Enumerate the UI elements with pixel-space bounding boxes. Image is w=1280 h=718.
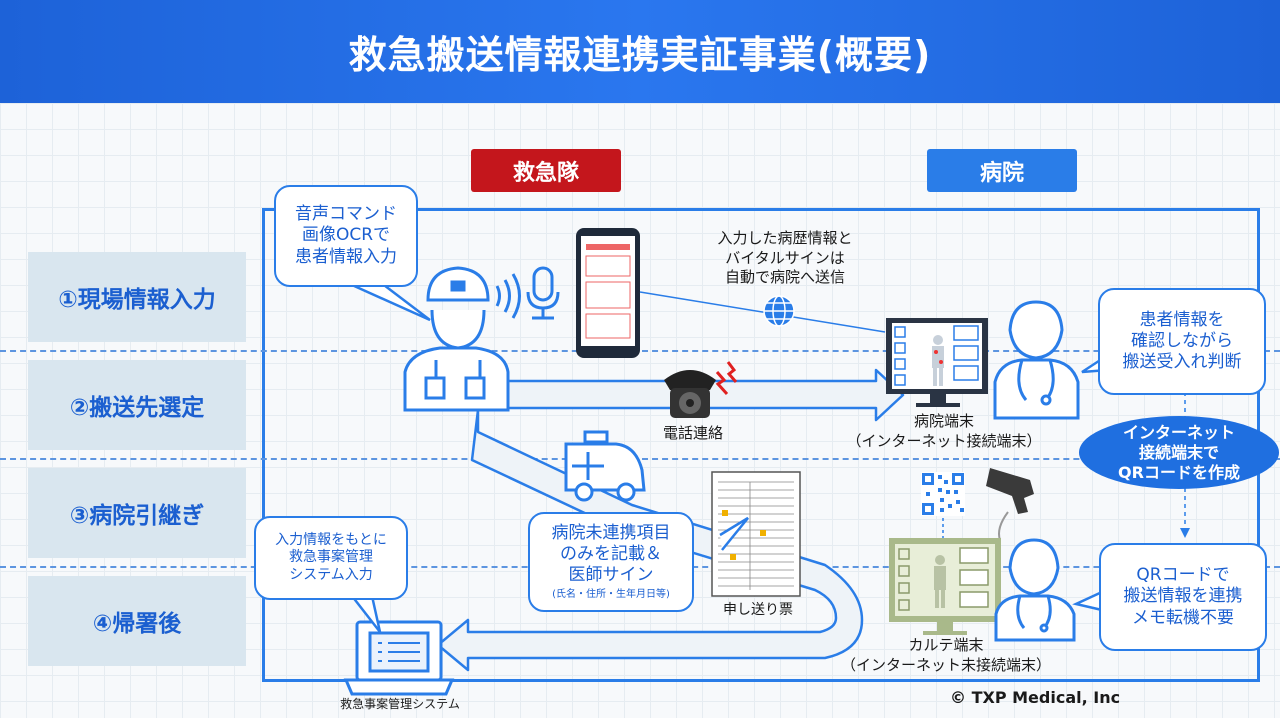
qr-link-line-2: 搬送情報を連携	[1123, 586, 1243, 607]
handover-bubble: 病院未連携項目 のみを記載＆ 医師サイン (氏名・住所・生年月日等)	[528, 512, 694, 612]
system-input-line-2: 救急事案管理	[289, 549, 373, 566]
qr-flow-arrowhead	[1180, 528, 1190, 538]
check-line-1: 患者情報を	[1139, 309, 1225, 330]
auto-send-note: 入力した病歴情報と バイタルサインは 自動で病院へ送信	[700, 229, 870, 288]
chart-terminal-label: カルテ端末 （インターネット未接続端末）	[828, 636, 1064, 675]
ambulance-column-label: 救急隊	[471, 149, 621, 192]
hospital-terminal-line-2: （インターネット接続端末）	[846, 431, 1042, 450]
globe-icon	[763, 295, 795, 327]
voice-ocr-line-1: 音声コマンド	[295, 204, 397, 225]
qr-link-line-1: QRコードで	[1136, 565, 1230, 586]
page-title: 救急搬送情報連携実証事業(概要)	[348, 33, 932, 77]
qr-bubble-tail	[1072, 590, 1103, 612]
management-system-label: 救急事案管理システム	[340, 697, 460, 711]
qr-link-line-3: メモ転機不要	[1132, 607, 1234, 628]
chart-terminal-line-1: カルテ端末	[908, 636, 984, 654]
paramedic-icon	[403, 266, 510, 412]
auto-send-line-2: バイタルサインは	[725, 248, 845, 267]
divider-2	[0, 458, 1280, 460]
handover-note: (氏名・住所・生年月日等)	[552, 588, 670, 600]
data-send-line	[639, 291, 886, 333]
chart-terminal-icon	[889, 538, 1001, 635]
system-input-bubble: 入力情報をもとに 救急事案管理 システム入力	[254, 516, 408, 600]
ambulance-icon	[564, 430, 646, 502]
copyright-text: © TXP Medical, Inc	[950, 688, 1121, 707]
voice-bubble-tail	[351, 281, 431, 322]
internet-qr-line-2: 接続端末で	[1138, 442, 1219, 462]
auto-send-line-3: 自動で病院へ送信	[724, 268, 845, 286]
handover-line-2: のみを記載＆	[560, 544, 662, 565]
barcode-scanner-icon	[986, 468, 1034, 541]
hospital-column-label: 病院	[927, 149, 1077, 192]
divider-1	[0, 350, 1280, 352]
step-3-label: ③病院引継ぎ	[28, 468, 246, 558]
system-input-line-3: システム入力	[289, 566, 373, 583]
laptop-icon	[343, 620, 455, 696]
return-flow-arrow	[436, 408, 864, 672]
smartphone-icon	[576, 228, 640, 358]
voice-ocr-bubble: 音声コマンド 画像OCRで 患者情報入力	[274, 185, 418, 287]
voice-ocr-line-2: 画像OCRで	[301, 225, 391, 246]
doctor-icon	[993, 300, 1080, 420]
handover-line-3: 医師サイン	[568, 565, 654, 586]
hospital-monitor-icon	[886, 318, 988, 407]
hospital-terminal-label: 病院端末 （インターネット接続端末）	[838, 412, 1050, 451]
chart-terminal-line-2: （インターネット未接続端末）	[840, 655, 1051, 674]
handover-bubble-tail	[719, 516, 749, 551]
system-input-line-1: 入力情報をもとに	[275, 531, 387, 548]
step-4-label: ④帰署後	[28, 576, 246, 666]
check-line-3: 搬送受入れ判断	[1122, 352, 1242, 373]
handover-line-1: 病院未連携項目	[551, 522, 671, 543]
internet-qr-line-3: QRコードを作成	[1118, 462, 1240, 482]
auto-send-line-1: 入力した病歴情報と	[717, 229, 853, 247]
title-banner: 救急搬送情報連携実証事業(概要)	[0, 0, 1280, 103]
telephone-icon	[664, 361, 738, 418]
check-line-2: 確認しながら	[1131, 330, 1233, 351]
microphone-icon	[495, 266, 560, 320]
phone-call-label: 電話連絡	[662, 424, 723, 442]
system-bubble-tail	[351, 595, 382, 633]
step-1-label: ①現場情報入力	[28, 252, 246, 342]
hospital-terminal-line-1: 病院端末	[913, 412, 974, 430]
qr-link-bubble: QRコードで 搬送情報を連携 メモ転機不要	[1099, 543, 1267, 651]
step-2-label: ②搬送先選定	[28, 360, 246, 450]
check-info-bubble: 患者情報を 確認しながら 搬送受入れ判断	[1098, 288, 1266, 395]
qr-code-icon	[921, 472, 965, 516]
internet-qr-badge: インターネット 接続端末で QRコードを作成	[1079, 416, 1279, 489]
handover-sheet-label: 申し送り票	[723, 602, 793, 618]
voice-ocr-line-3: 患者情報入力	[295, 246, 397, 267]
internet-qr-line-1: インターネット	[1122, 422, 1235, 442]
doctor-bottom-icon	[994, 538, 1076, 642]
